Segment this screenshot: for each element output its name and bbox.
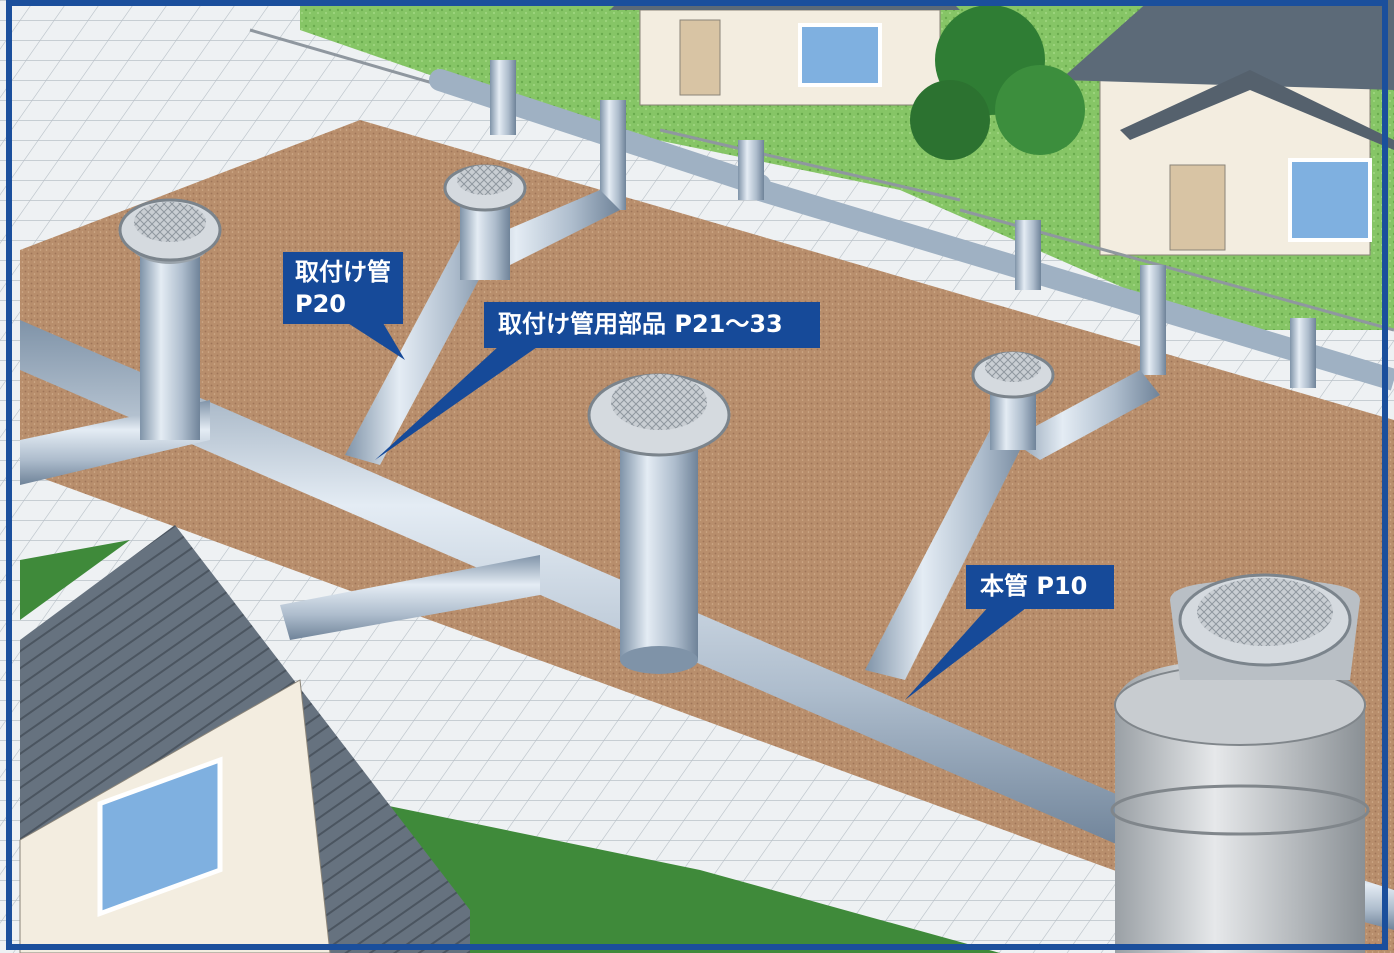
attach-pipe-label: 取付け管 P20 (283, 252, 403, 324)
house-icon (610, 0, 960, 106)
grate-cover-icon (457, 165, 513, 195)
attach-pipe-label-line2: P20 (295, 290, 346, 318)
grate-cover-icon (985, 352, 1041, 382)
inspection-chamber (443, 164, 527, 280)
tree-icon (910, 5, 1085, 160)
attach-pipe-pointer (340, 318, 405, 360)
left-shrubs (20, 540, 130, 620)
attach-parts-pointer (375, 345, 540, 460)
main-pipe-label: 本管 P10 (966, 565, 1114, 609)
main-pipe-label-text: 本管 P10 (980, 572, 1088, 600)
attach-parts-label-text: 取付け管用部品 P21～33 (498, 310, 783, 338)
house-icon (1060, 0, 1394, 256)
house-icon (19, 525, 470, 953)
grate-cover-icon (1197, 578, 1333, 646)
attach-pipe-label-line1: 取付け管 (295, 258, 391, 286)
manhole (1110, 573, 1370, 953)
house-service-pipes (429, 60, 1394, 391)
inspection-chamber (587, 373, 731, 674)
main-pipe-pointer (905, 605, 1030, 700)
frame-border (6, 0, 1388, 950)
inspection-chamber (971, 351, 1055, 450)
inspection-chamber (118, 198, 222, 440)
attach-parts-label: 取付け管用部品 P21～33 (484, 302, 820, 348)
grate-cover-icon (611, 374, 707, 430)
grate-cover-icon (134, 202, 206, 242)
